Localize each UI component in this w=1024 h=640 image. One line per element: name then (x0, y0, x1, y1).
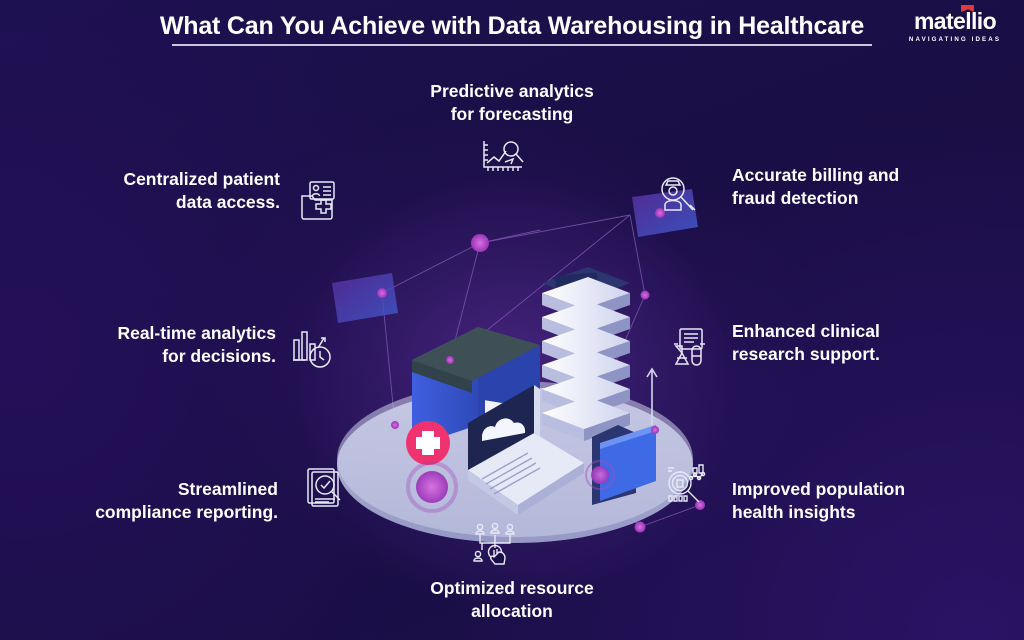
network-nodes (377, 208, 705, 533)
blue-folder (592, 425, 656, 505)
label-centralized-patient-data: Centralized patient data access. (20, 168, 280, 214)
label-line-2: health insights (732, 502, 856, 523)
label-line-1: Streamlined (177, 479, 278, 499)
label-predictive-analytics: Predictive analytics for forecasting (362, 80, 662, 126)
label-population-health: Improved population health insights (732, 478, 1024, 524)
data-warehouse-isometric-illustration (300, 175, 730, 605)
patient-record-folder-icon (296, 178, 342, 224)
document-audit-magnifier-icon (303, 466, 345, 508)
label-clinical-research: Enhanced clinical research support. (732, 320, 1022, 366)
lab-flask-clipboard-icon (668, 326, 712, 370)
fraud-detection-magnifier-icon (653, 172, 699, 218)
server-rack-stack (542, 267, 630, 441)
resource-network-hand-icon (470, 522, 520, 570)
population-analytics-icon (663, 462, 711, 508)
floating-cards (332, 189, 698, 323)
logo-wordmark: matellio (913, 5, 997, 34)
logo-tagline: NAVIGATING IDEAS (908, 36, 1002, 43)
label-line-2: compliance reporting. (95, 502, 278, 523)
label-realtime-analytics: Real-time analytics for decisions. (20, 322, 276, 368)
label-line-2: research support. (732, 344, 880, 365)
label-compliance-reporting: Streamlined compliance reporting. (10, 478, 278, 524)
label-line-1: Optimized resource (430, 578, 594, 598)
label-accurate-billing: Accurate billing and fraud detection (732, 164, 1022, 210)
page-title: What Can You Achieve with Data Warehousi… (159, 12, 865, 40)
forecast-chart-magnifier-icon (478, 137, 526, 175)
label-resource-allocation: Optimized resource allocation (362, 577, 662, 623)
label-line-1: Accurate billing and (732, 165, 900, 185)
label-line-1: Predictive analytics (430, 81, 594, 101)
logo-text: matellio (913, 8, 997, 34)
label-line-1: Improved population (732, 479, 906, 499)
label-line-2: data access. (175, 192, 280, 213)
laptop-with-cloud (468, 385, 584, 515)
label-line-1: Real-time analytics (117, 323, 276, 343)
label-line-2: fraud detection (732, 188, 859, 209)
bar-chart-clock-icon (288, 326, 334, 370)
label-line-1: Enhanced clinical (732, 321, 880, 341)
upload-arrow (646, 367, 658, 425)
logo-accent-flag-icon (960, 5, 974, 12)
matellio-logo: matellio NAVIGATING IDEAS (900, 5, 1010, 43)
medical-cross-badge (406, 421, 450, 465)
label-line-2: allocation (471, 601, 553, 622)
label-line-1: Centralized patient (123, 169, 280, 189)
illustration-svg (332, 189, 705, 543)
label-line-2: for decisions. (162, 346, 276, 367)
title-underline (172, 44, 872, 46)
label-line-2: for forecasting (450, 104, 574, 125)
